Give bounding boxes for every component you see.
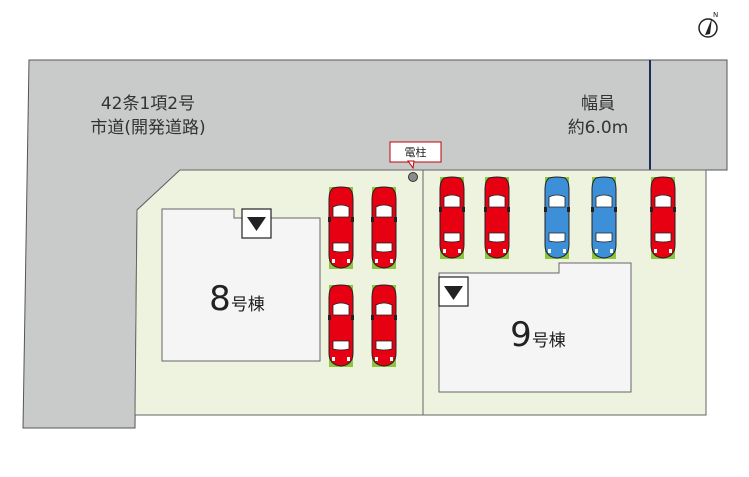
- parked-car-red: [438, 176, 466, 260]
- parked-car-blue: [543, 176, 571, 260]
- utility-pole-label: 電柱: [405, 145, 427, 159]
- building-9-number: 9: [510, 315, 532, 355]
- parked-car-red: [327, 186, 355, 270]
- building-9: [438, 262, 632, 393]
- building-9-label: 9号棟: [510, 315, 566, 355]
- road-type-line1: 42条1項2号: [101, 94, 195, 114]
- utility-pole-icon: [408, 172, 418, 182]
- building-8-number: 8: [209, 279, 231, 319]
- parked-car-red: [483, 176, 511, 260]
- road-width-line2: 約6.0m: [568, 118, 629, 138]
- entrance-marker-8: [241, 208, 272, 239]
- road-type-line2: 市道(開発道路): [90, 118, 205, 138]
- entrance-arrow-icon: [247, 217, 266, 231]
- utility-pole-label-box: [389, 141, 442, 163]
- utility-pole: 電柱: [389, 141, 442, 182]
- north-arrow-icon: N: [698, 11, 718, 38]
- svg-text:N: N: [713, 11, 718, 19]
- building-8: [161, 208, 321, 362]
- building-8-label: 8号棟: [209, 279, 265, 319]
- parked-car-red: [370, 186, 398, 270]
- building-8-suffix: 号棟: [231, 295, 265, 315]
- parked-car-blue: [590, 176, 618, 260]
- entrance-arrow-icon: [444, 286, 463, 300]
- parked-car-red: [327, 284, 355, 368]
- building-9-suffix: 号棟: [532, 331, 566, 351]
- parked-car-red: [370, 284, 398, 368]
- parked-car-red: [649, 176, 677, 260]
- road-width-line1: 幅員: [581, 94, 615, 114]
